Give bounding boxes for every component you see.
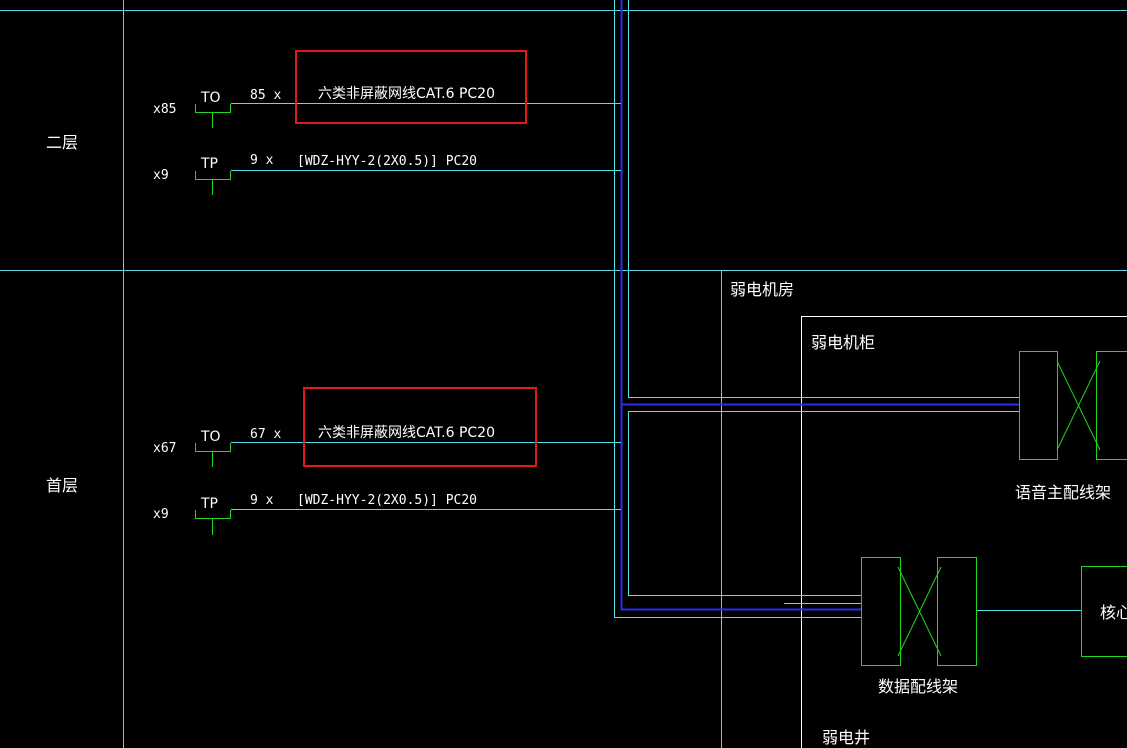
shaft-label: 弱电井 [822,728,870,747]
outlet-symbol-label: TP [200,156,218,172]
highlight-box [303,387,537,467]
voice-frame-icon [1019,351,1127,460]
voice-frame-label: 语音主配线架 [1015,483,1111,502]
outlet-qty: 9 x [250,153,274,168]
core-switch-label: 核心 [1100,603,1127,622]
outlet-symbol-icon [195,443,231,467]
cable-spec: [WDZ-HYY-2(2X0.5)] PC20 [297,154,477,169]
outlet-symbol-icon [195,104,231,128]
riser-trunk [614,0,1020,618]
data-frame-icon [861,557,977,666]
cabinet-label: 弱电机柜 [811,333,875,352]
outlet-qty: 67 x [250,427,281,442]
data-frame-label: 数据配线架 [878,677,958,696]
outlet-symbol-label: TO [200,429,221,445]
outlet-count-label: x85 [153,102,176,117]
core-switch-icon [1081,566,1127,657]
cabinet-border [801,316,1127,748]
cable-spec: 六类非屏蔽网线CAT.6 PC20 [318,86,495,102]
outlet-symbol-icon [195,510,231,535]
outlet-qty: 85 x [250,88,281,103]
outlet-row-1f-tp: x9 TP 9 x [WDZ-HYY-2(2X0.5)] PC20 [153,493,621,535]
outlet-symbol-label: TP [200,496,218,512]
outlet-symbol-label: TO [200,90,221,106]
outlet-qty: 9 x [250,493,274,508]
highlight-box [295,50,527,124]
outlet-row-1f-to: x67 TO 67 x 六类非屏蔽网线CAT.6 PC20 [153,387,621,467]
cable-spec: [WDZ-HYY-2(2X0.5)] PC20 [297,493,477,508]
machine-room-label: 弱电机房 [730,280,794,299]
floor-label-1f: 首层 [46,476,78,495]
outlet-symbol-icon [195,171,231,195]
cable-spec: 六类非屏蔽网线CAT.6 PC20 [318,425,495,441]
outlet-count-label: x9 [153,507,169,522]
floor-label-2f: 二层 [46,133,78,152]
outlet-row-2f-to: x85 TO 85 x 六类非屏蔽网线CAT.6 PC20 [153,50,621,128]
outlet-count-label: x9 [153,168,169,183]
outlet-row-2f-tp: x9 TP 9 x [WDZ-HYY-2(2X0.5)] PC20 [153,153,621,195]
outlet-count-label: x67 [153,441,176,456]
